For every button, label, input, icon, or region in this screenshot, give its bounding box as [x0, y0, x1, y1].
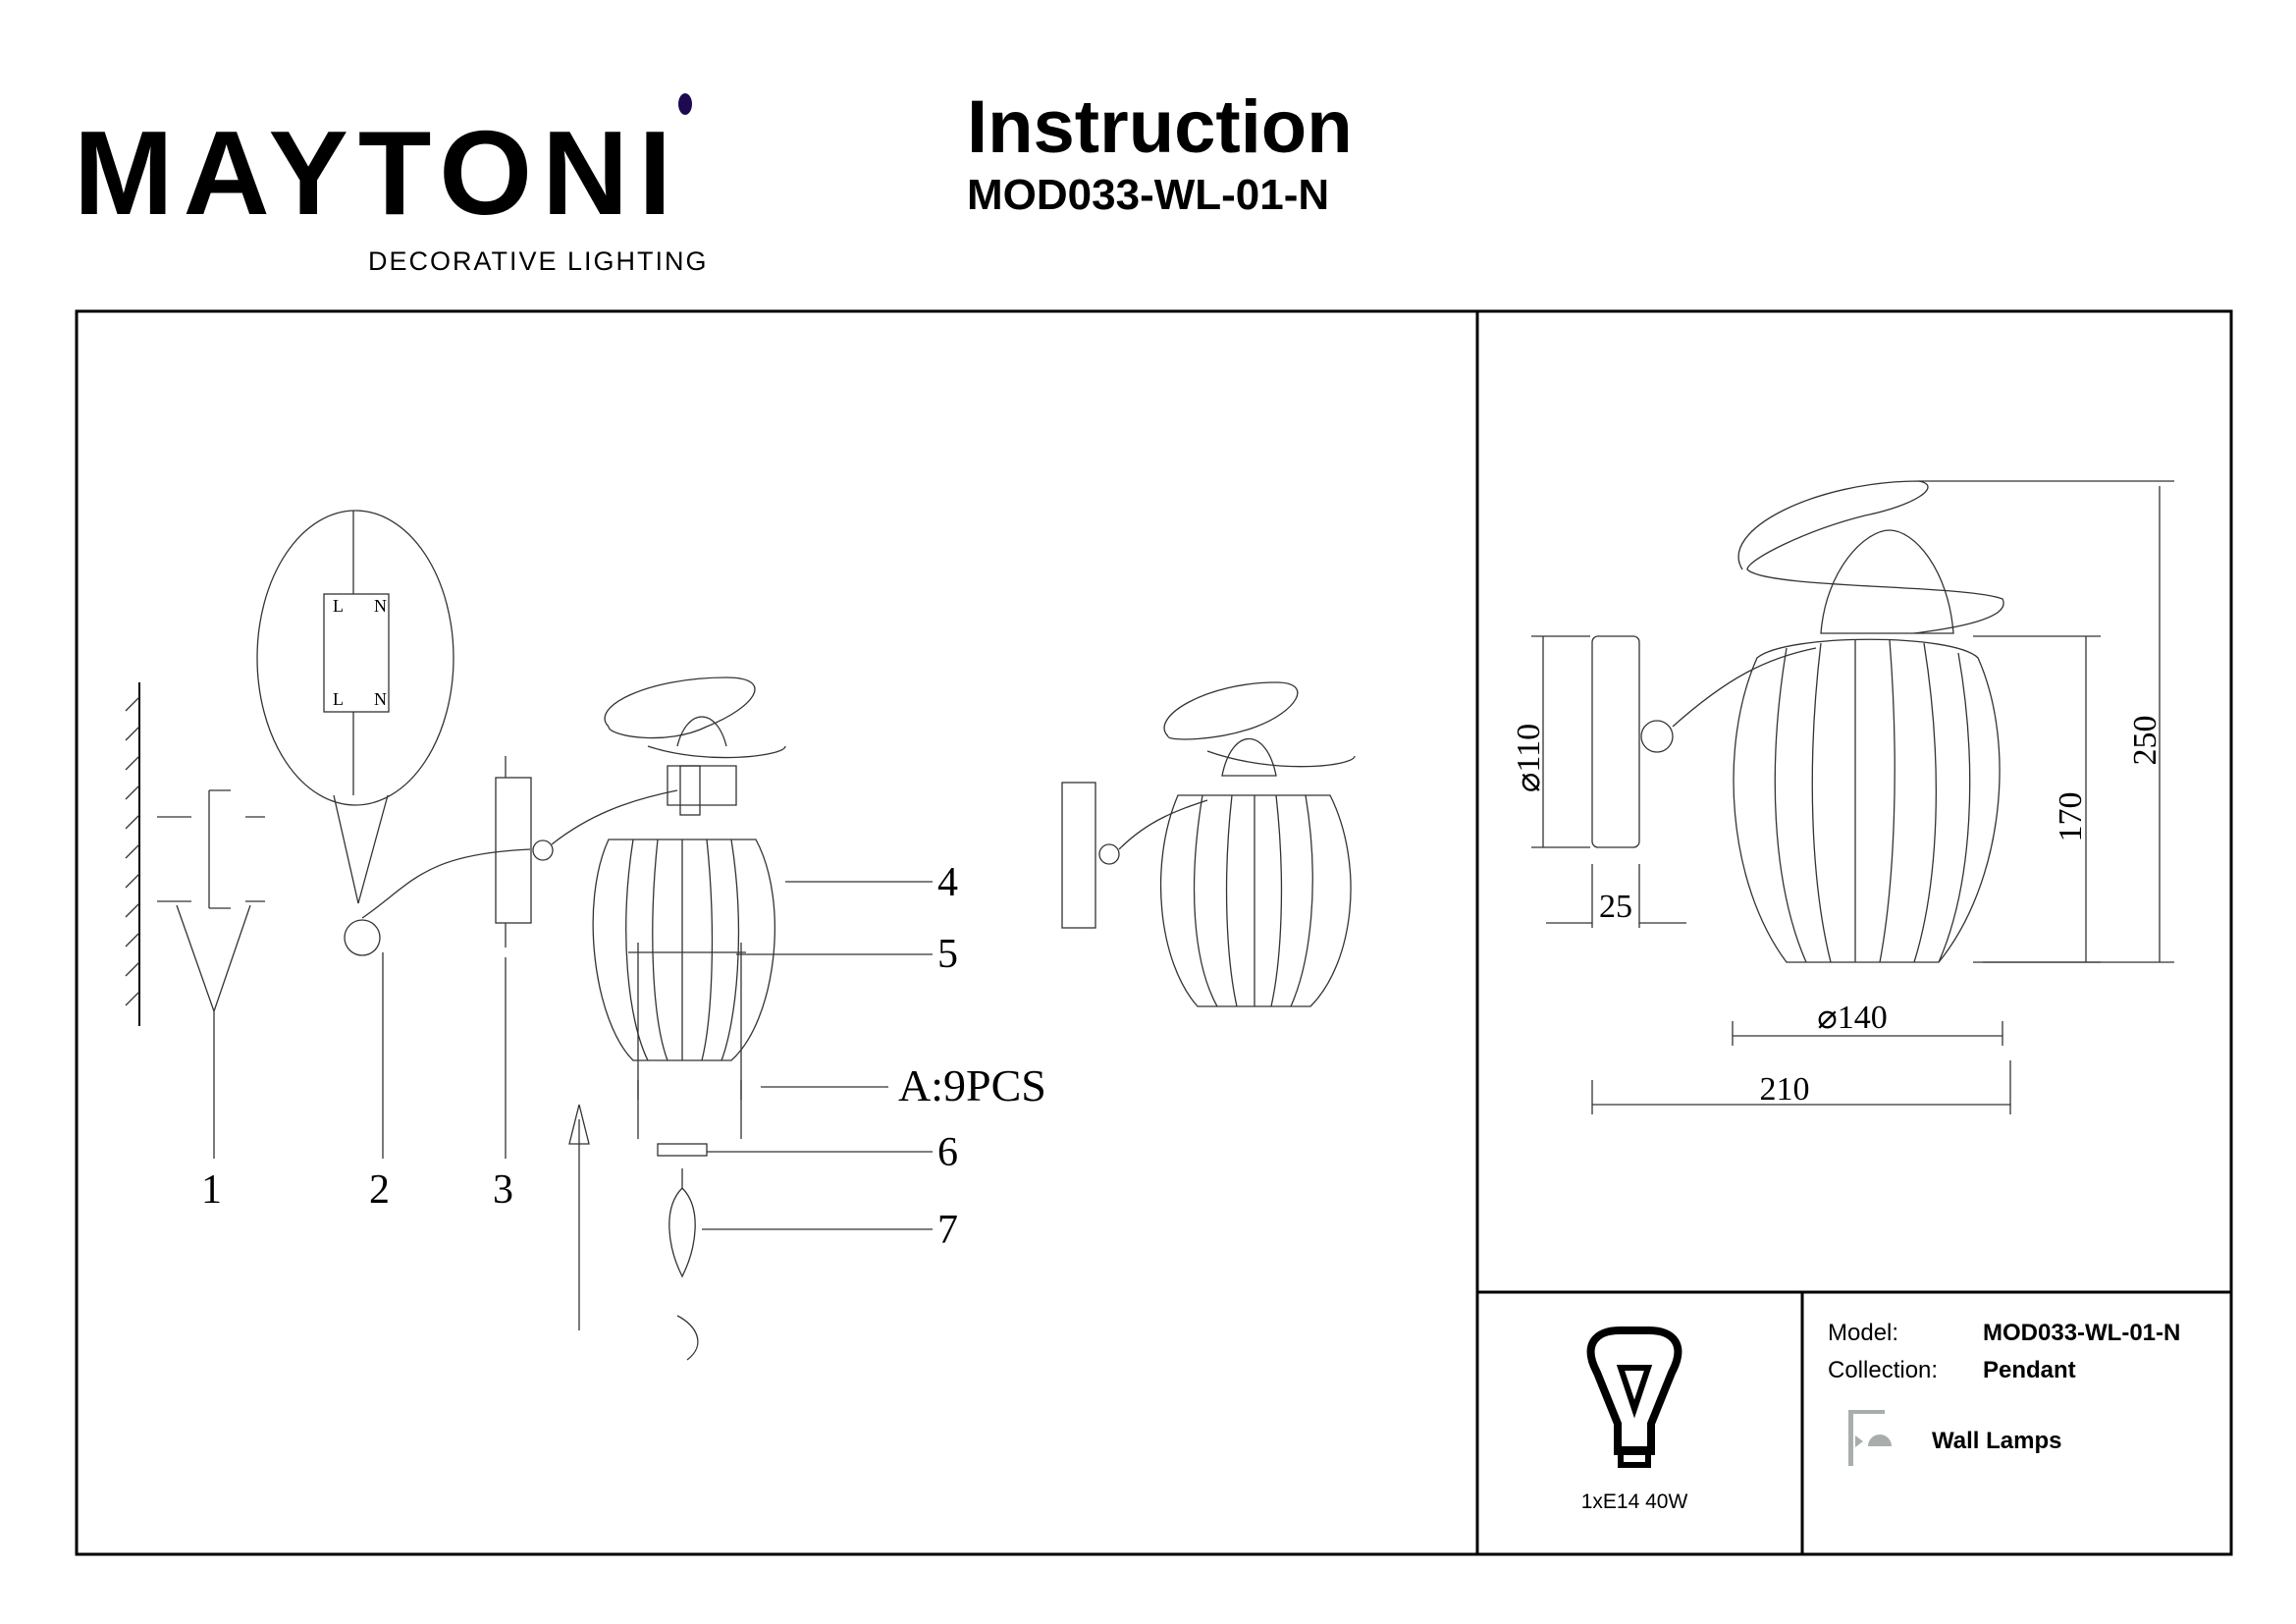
model-value: MOD033-WL-01-N — [1983, 1320, 2180, 1346]
part-number-7: 7 — [937, 1208, 958, 1253]
crystals-label: A:9PCS — [898, 1060, 1046, 1110]
part-number-1: 1 — [201, 1167, 222, 1213]
dim-total-depth: 210 — [1760, 1071, 1810, 1108]
logo-dot — [678, 93, 692, 115]
main-frame — [75, 309, 2233, 1556]
type-label: Wall Lamps — [1932, 1428, 2061, 1454]
logo-tagline: DECORATIVE LIGHTING — [368, 246, 709, 276]
wire-label-l-bottom: L — [333, 689, 344, 709]
logo-wordmark: MAYTONI — [74, 106, 681, 240]
maytoni-logo: MAYTONI DECORATIVE LIGHTING — [74, 93, 709, 276]
wire-label-l-top: L — [333, 596, 344, 616]
part-number-5: 5 — [937, 932, 958, 977]
dim-backplate-diameter: ⌀110 — [1511, 724, 1547, 792]
wire-label-n-top: N — [374, 596, 387, 616]
part-number-3: 3 — [493, 1167, 513, 1213]
bulb-spec-text: 1xE14 40W — [1581, 1490, 1688, 1513]
assembly-diagram: L N L N 1 2 3 4 5 A:9PCS 6 7 — [125, 510, 1356, 1361]
page-title: Instruction — [967, 85, 1353, 169]
collection-label: Collection: — [1828, 1357, 1938, 1383]
bulb-icon — [1586, 1326, 1682, 1455]
part-number-6: 6 — [937, 1130, 958, 1175]
dim-shade-diameter: ⌀140 — [1817, 1000, 1887, 1036]
dim-shade-height: 170 — [2053, 792, 2089, 842]
dim-backplate-depth: 25 — [1599, 889, 1632, 925]
model-code: MOD033-WL-01-N — [967, 171, 1329, 219]
model-label: Model: — [1828, 1320, 1898, 1346]
wire-label-n-bottom: N — [374, 689, 387, 709]
bulb-spec: 1xE14 40W — [1581, 1326, 1688, 1513]
dim-total-height: 250 — [2127, 716, 2163, 766]
part-number-4: 4 — [937, 860, 958, 905]
dimension-diagram: ⌀110 25 ⌀140 210 170 250 — [1511, 480, 2174, 1114]
part-number-2: 2 — [369, 1167, 390, 1213]
collection-value: Pendant — [1983, 1357, 2076, 1383]
wall-lamp-icon — [1848, 1410, 1892, 1466]
